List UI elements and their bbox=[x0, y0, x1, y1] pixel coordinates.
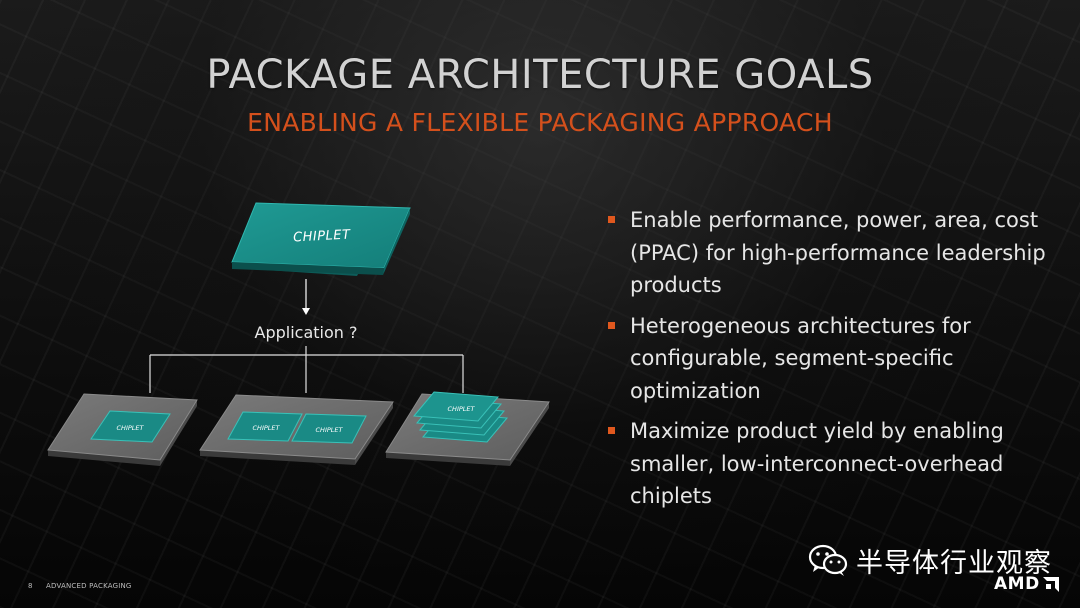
bullet-text: Heterogeneous architectures for configur… bbox=[630, 313, 971, 403]
page-number: 8 bbox=[28, 582, 33, 590]
amd-logo: AMD bbox=[994, 574, 1059, 594]
goals-bullet-list: Enable performance, power, area, cost (P… bbox=[606, 204, 1056, 521]
bullet-text: Maximize product yield by enabling small… bbox=[630, 419, 1004, 508]
page-title: PACKAGE ARCHITECTURE GOALS bbox=[206, 52, 874, 98]
top-chiplet: CHIPLET bbox=[231, 202, 411, 276]
application-label: Application ? bbox=[255, 323, 358, 342]
package-2-chiplet-label-b: CHIPLET bbox=[316, 426, 344, 434]
amd-arrow-icon bbox=[1042, 576, 1059, 592]
bullet-item: Enable performance, power, area, cost (P… bbox=[606, 204, 1056, 302]
footer-section-label: ADVANCED PACKAGING bbox=[46, 582, 132, 590]
wechat-icon bbox=[808, 544, 848, 576]
package-1-chiplet-label: CHIPLET bbox=[117, 424, 145, 432]
bullet-square-icon bbox=[608, 427, 615, 434]
top-chiplet-label: CHIPLET bbox=[293, 227, 352, 245]
package-diagram: CHIPLET Application ? CHIPLET bbox=[47, 202, 550, 466]
amd-logo-text: AMD bbox=[994, 574, 1040, 594]
bullet-item: Heterogeneous architectures for configur… bbox=[606, 310, 1056, 408]
bullet-square-icon bbox=[608, 321, 615, 329]
bullet-item: Maximize product yield by enabling small… bbox=[606, 415, 1056, 513]
page-subtitle: ENABLING A FLEXIBLE PACKAGING APPROACH bbox=[247, 108, 833, 137]
branch-connector bbox=[149, 346, 464, 393]
package-2-chiplet-label-a: CHIPLET bbox=[253, 424, 281, 432]
down-arrow-icon bbox=[302, 279, 310, 315]
package-stacked-chiplets: CHIPLET bbox=[385, 391, 550, 466]
watermark: 半导体行业观察 bbox=[808, 540, 1052, 580]
bullet-text: Enable performance, power, area, cost (P… bbox=[630, 208, 1046, 297]
package-dual-chiplet: CHIPLET CHIPLET bbox=[199, 394, 394, 465]
bullet-square-icon bbox=[608, 216, 615, 223]
package-single-chiplet: CHIPLET bbox=[47, 393, 198, 466]
package-3-chiplet-label: CHIPLET bbox=[448, 405, 476, 413]
watermark-text: 半导体行业观察 bbox=[856, 547, 1052, 579]
